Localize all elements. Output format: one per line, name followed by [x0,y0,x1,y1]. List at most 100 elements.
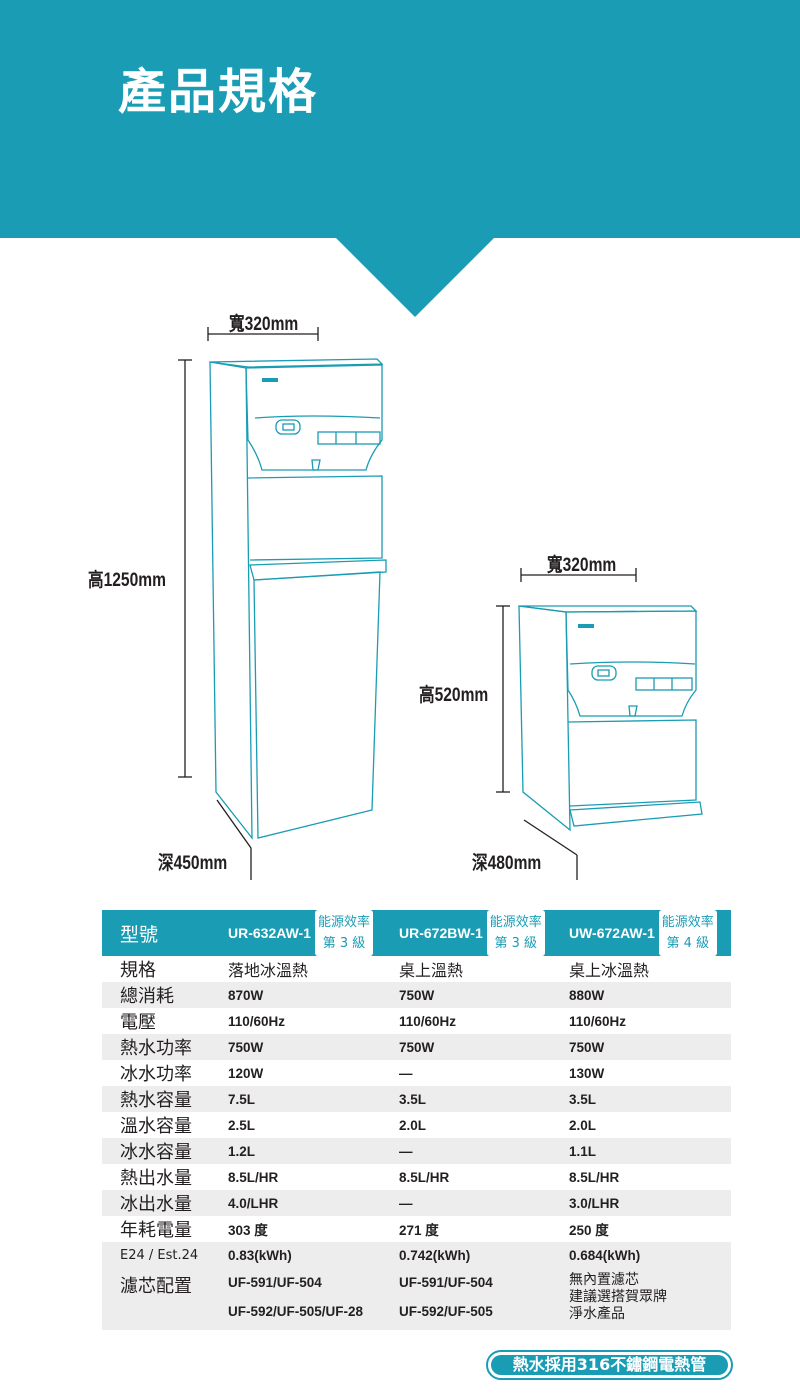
table-cell: 750W [569,1039,605,1055]
table-cell: 880W [569,987,605,1003]
floor-model-dimension-lines [178,327,319,880]
desktop-model-dimension-lines [496,568,637,880]
table-cell: 0.83(kWh) [228,1247,292,1263]
table-cell: 1.1L [569,1143,597,1159]
energy-efficiency-badge: 能源效率第 4 級 [658,910,717,956]
row-label: 電壓 [120,1012,156,1033]
table-row: 熱水容量 7.5L 3.5L 3.5L [102,1086,731,1112]
table-row: E24 / Est.24 0.83(kWh) 0.742(kWh) 0.684(… [102,1242,731,1268]
desktop-width-label: 寬320mm [547,555,617,576]
product-drawings [178,327,703,880]
table-cell: 0.684(kWh) [569,1247,641,1263]
header-banner [0,0,800,238]
table-row: 總消耗 870W 750W 880W [102,982,731,1008]
row-label: E24 / Est.24 [120,1247,199,1263]
model-header-label: 型號 [120,923,159,946]
row-label: 年耗電量 [120,1220,192,1241]
table-cell: 130W [569,1065,605,1081]
row-label: 冰水功率 [120,1064,192,1085]
table-cell: 4.0/LHR [228,1195,279,1211]
floor-model-unit [209,358,387,840]
table-cell: 桌上溫熱 [399,961,464,980]
table-cell: 1.2L [228,1143,256,1159]
table-cell: 3.5L [569,1091,597,1107]
table-cell: 0.742(kWh) [399,1247,471,1263]
filter-line: 淨水產品 [569,1306,625,1322]
model-name: UR-672BW-1 [399,925,483,941]
table-cell: UF-591/UF-504 UF-592/UF-505 [391,1268,561,1330]
table-cell: 7.5L [228,1091,256,1107]
table-cell: — [399,1195,413,1211]
table-row: 熱出水量 8.5L/HR 8.5L/HR 8.5L/HR [102,1164,731,1190]
row-label: 總消耗 [120,986,174,1007]
table-cell: 8.5L/HR [569,1169,620,1185]
table-cell: 3.5L [399,1091,427,1107]
model-name: UR-632AW-1 [228,925,311,941]
table-cell: 3.0/LHR [569,1195,620,1211]
filter-line: UF-592/UF-505 [399,1304,493,1319]
desktop-model-unit [518,605,703,832]
floor-depth-label: 深450mm [158,853,228,874]
table-row: 熱水功率 750W 750W 750W [102,1034,731,1060]
table-cell: 271 度 [399,1223,439,1238]
table-cell: 750W [228,1039,264,1055]
desktop-model-logo [578,624,594,628]
row-label: 熱水功率 [120,1038,192,1059]
banner-pointer [335,237,495,317]
row-label: 冰出水量 [120,1194,192,1215]
model-name: UW-672AW-1 [569,925,655,941]
table-row: 年耗電量 303 度 271 度 250 度 [102,1216,731,1242]
energy-efficiency-badge: 能源效率第 3 級 [486,910,545,956]
floor-width-label: 寬320mm [229,314,299,335]
filter-line: UF-591/UF-504 [399,1275,493,1290]
table-cell: 250 度 [569,1223,609,1238]
table-row: 冰出水量 4.0/LHR — 3.0/LHR [102,1190,731,1216]
table-cell: 8.5L/HR [228,1169,279,1185]
page-title: 產品規格 [118,64,319,120]
table-cell: 110/60Hz [228,1013,286,1029]
table-row: 冰水容量 1.2L — 1.1L [102,1138,731,1164]
table-cell: UF-591/UF-504 UF-592/UF-505/UF-28 [220,1268,391,1330]
desktop-height-label: 高520mm [419,685,489,706]
table-cell: 2.5L [228,1117,256,1133]
row-label: 冰水容量 [120,1142,192,1163]
filter-line: UF-591/UF-504 [228,1275,322,1290]
feature-pill: 熱水採用316不鏽鋼電熱管 [486,1350,733,1380]
table-cell: 桌上冰溫熱 [569,961,650,980]
table-row-filter: 濾芯配置 UF-591/UF-504 UF-592/UF-505/UF-28 U… [102,1268,731,1330]
filter-line: UF-592/UF-505/UF-28 [228,1304,364,1319]
table-cell: 2.0L [399,1117,427,1133]
table-cell: 303 度 [228,1223,268,1238]
row-label: 濾芯配置 [120,1276,192,1297]
table-cell: 110/60Hz [569,1013,627,1029]
row-label: 熱水容量 [120,1090,192,1111]
table-cell: 無內置濾芯 建議選搭賀眾牌 淨水產品 [561,1268,731,1330]
floor-model-logo [262,378,278,382]
table-cell: 落地冰溫熱 [228,961,309,980]
feature-pill-text: 熱水採用316不鏽鋼電熱管 [491,1355,728,1375]
table-row: 溫水容量 2.5L 2.0L 2.0L [102,1112,731,1138]
filter-line: 無內置濾芯 [569,1272,639,1288]
table-cell: 2.0L [569,1117,597,1133]
table-cell: 750W [399,1039,435,1055]
table-cell: 870W [228,987,264,1003]
filter-line: 建議選搭賀眾牌 [569,1289,667,1305]
table-cell: 8.5L/HR [399,1169,450,1185]
table-row: 冰水功率 120W — 130W [102,1060,731,1086]
table-cell: 120W [228,1065,264,1081]
table-row: 規格 落地冰溫熱 桌上溫熱 桌上冰溫熱 [102,956,731,982]
table-cell: — [399,1143,413,1159]
row-label: 溫水容量 [120,1116,192,1137]
row-label: 規格 [120,960,156,981]
table-row: 電壓 110/60Hz 110/60Hz 110/60Hz [102,1008,731,1034]
row-label: 熱出水量 [120,1168,192,1189]
table-cell: — [399,1065,413,1081]
desktop-depth-label: 深480mm [472,853,542,874]
floor-height-label: 高1250mm [88,570,166,591]
table-cell: 750W [399,987,435,1003]
